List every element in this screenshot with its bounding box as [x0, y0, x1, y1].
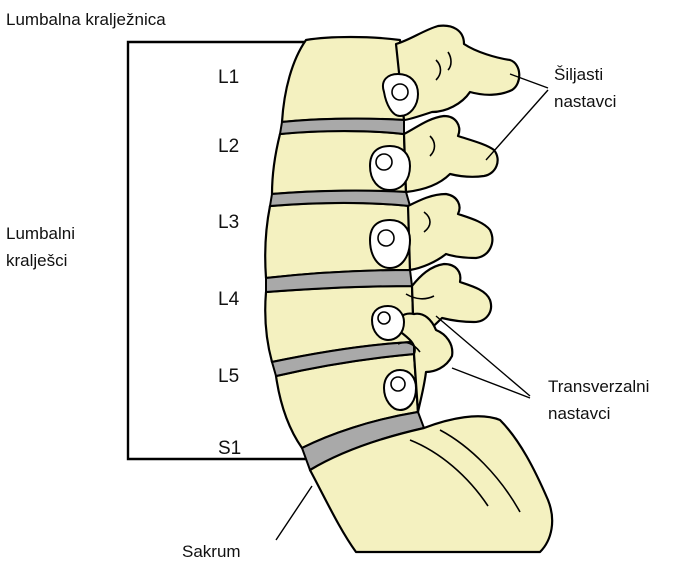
posterior-l2 — [404, 116, 498, 192]
disc-l1-l2 — [280, 119, 404, 134]
level-label-l3: L3 — [218, 212, 239, 233]
spinous-label-line1: Šiljasti — [554, 65, 603, 84]
posterior-l3 — [408, 194, 492, 270]
level-label-l4: L4 — [218, 289, 240, 310]
level-label-s1: S1 — [218, 438, 241, 459]
leader-transverse-lower — [452, 368, 530, 398]
leader-sacrum — [276, 486, 312, 540]
disc-l2-l3 — [270, 191, 410, 206]
vertebrae-group-label-line1: Lumbalni — [6, 224, 75, 243]
sacrum-label: Sakrum — [182, 542, 241, 561]
title-label: Lumbalna kralježnica — [6, 10, 166, 29]
level-label-l1: L1 — [218, 67, 239, 88]
leader-spinous-lower — [486, 90, 548, 160]
transverse-label-line2: nastavci — [548, 404, 610, 423]
spinous-label-line2: nastavci — [554, 92, 616, 111]
level-label-l5: L5 — [218, 366, 239, 387]
transverse-label-line1: Transverzalni — [548, 377, 649, 396]
level-label-l2: L2 — [218, 136, 239, 157]
vertebrae-group-label-line2: kralješci — [6, 251, 67, 270]
